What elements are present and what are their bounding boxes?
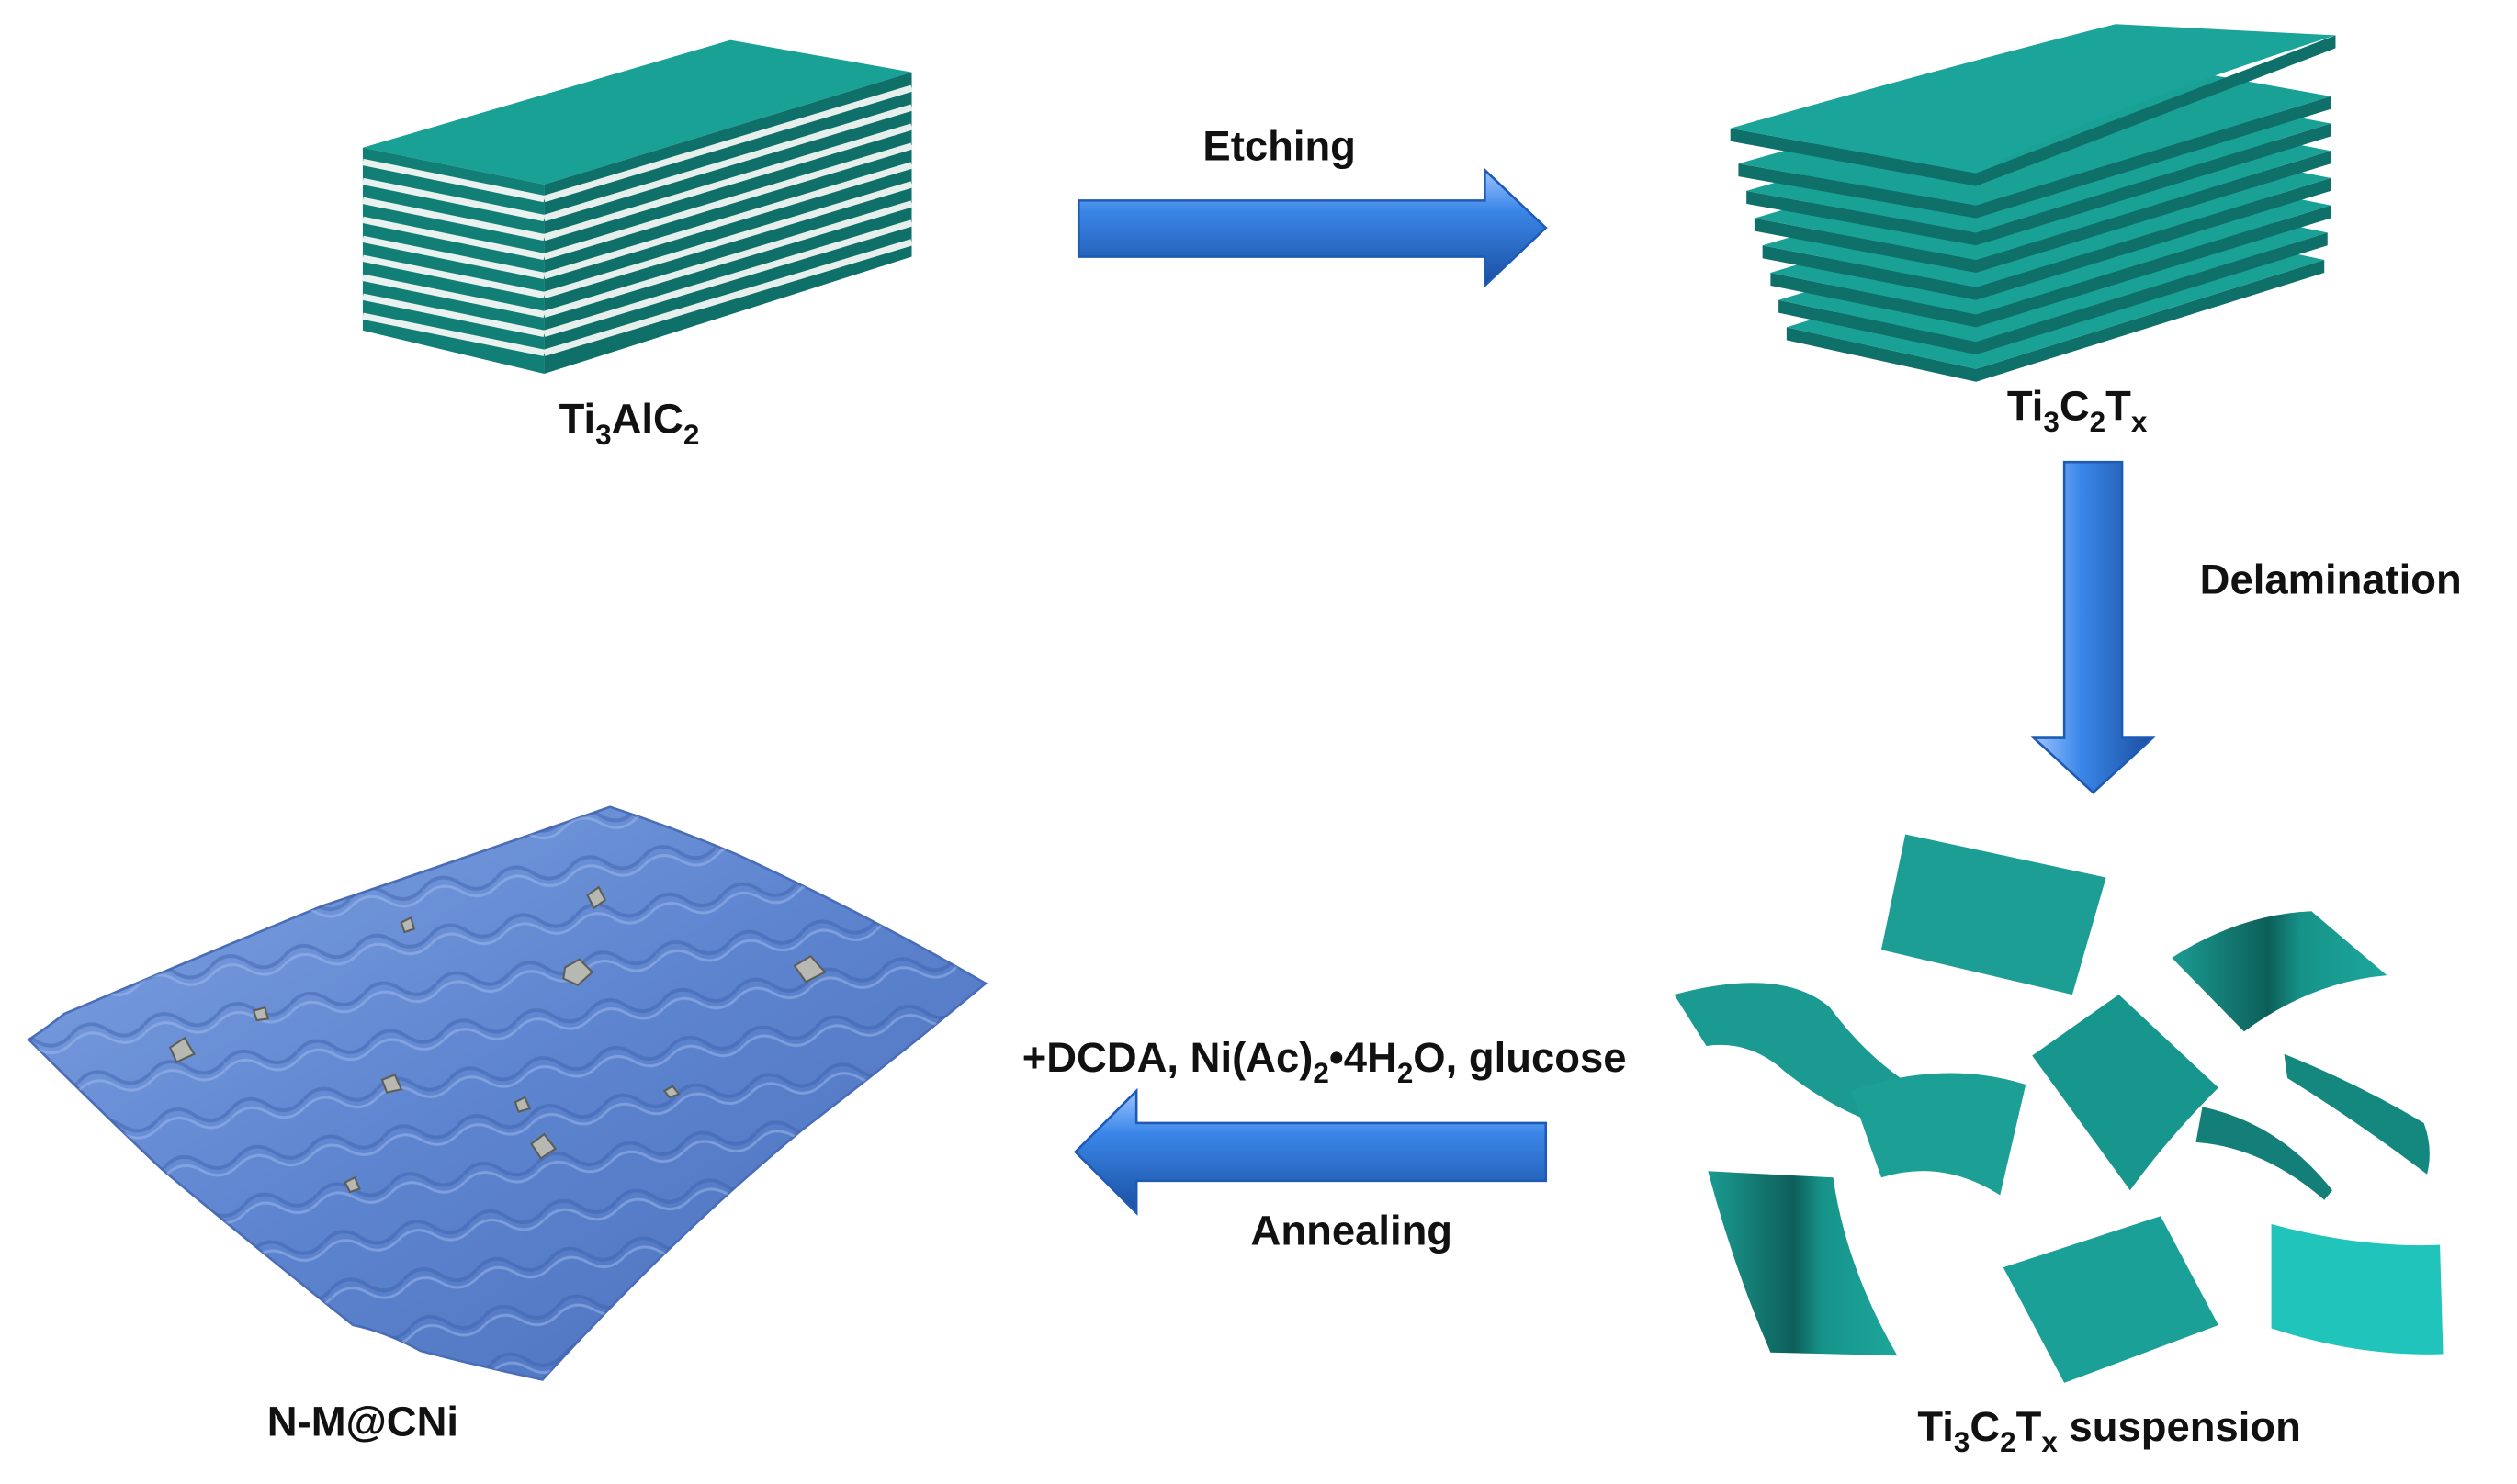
ni-particle: [380, 1074, 403, 1094]
mxene-label: Ti3C2Tx: [2007, 383, 2148, 438]
ni-particle: [529, 1132, 558, 1160]
ni-particle: [514, 1096, 532, 1113]
annealing-arrow: [1073, 1087, 1548, 1216]
max-phase-block: [362, 39, 913, 375]
flake: [1850, 1073, 2026, 1196]
flake: [2271, 1223, 2444, 1355]
flake: [1674, 983, 1901, 1123]
annealing-label: Annealing: [1251, 1208, 1453, 1254]
max-phase-label: Ti3AlC2: [559, 396, 700, 451]
ni-particles: [168, 885, 827, 1194]
flake: [2195, 1107, 2332, 1200]
block-top-face: [362, 39, 912, 185]
stack-sheet: [1730, 24, 2336, 186]
etching-arrow: [1077, 167, 1548, 289]
ni-particle: [793, 954, 827, 984]
ni-particle: [168, 1036, 196, 1063]
flake: [2284, 1053, 2430, 1175]
block-front-face: [362, 147, 546, 375]
etching-label: Etching: [1202, 123, 1356, 170]
reagents-label: +DCDA, Ni(Ac)2•4H2O, glucose: [1022, 1034, 1627, 1089]
ni-particle: [586, 885, 607, 910]
ni-particle: [400, 916, 416, 934]
flake: [1880, 834, 2106, 995]
ni-particle: [252, 1006, 270, 1022]
mxene-stack: [1730, 24, 2336, 382]
product-label: N-M@CNi: [267, 1399, 458, 1445]
flake: [2172, 911, 2387, 1032]
ni-particle: [562, 958, 594, 986]
ni-particle: [662, 1085, 681, 1099]
suspension-label: Ti3C2Tx suspension: [1917, 1403, 2301, 1458]
flake: [2003, 1216, 2218, 1383]
delamination-arrow: [2030, 460, 2156, 794]
suspension-flakes: [1674, 834, 2444, 1383]
flake: [2032, 995, 2218, 1191]
delamination-label: Delamination: [2200, 556, 2462, 602]
block-side-face: [543, 72, 913, 375]
ni-particle: [344, 1175, 361, 1194]
flake: [1708, 1171, 1898, 1356]
carbon-sheet: [27, 805, 988, 1381]
